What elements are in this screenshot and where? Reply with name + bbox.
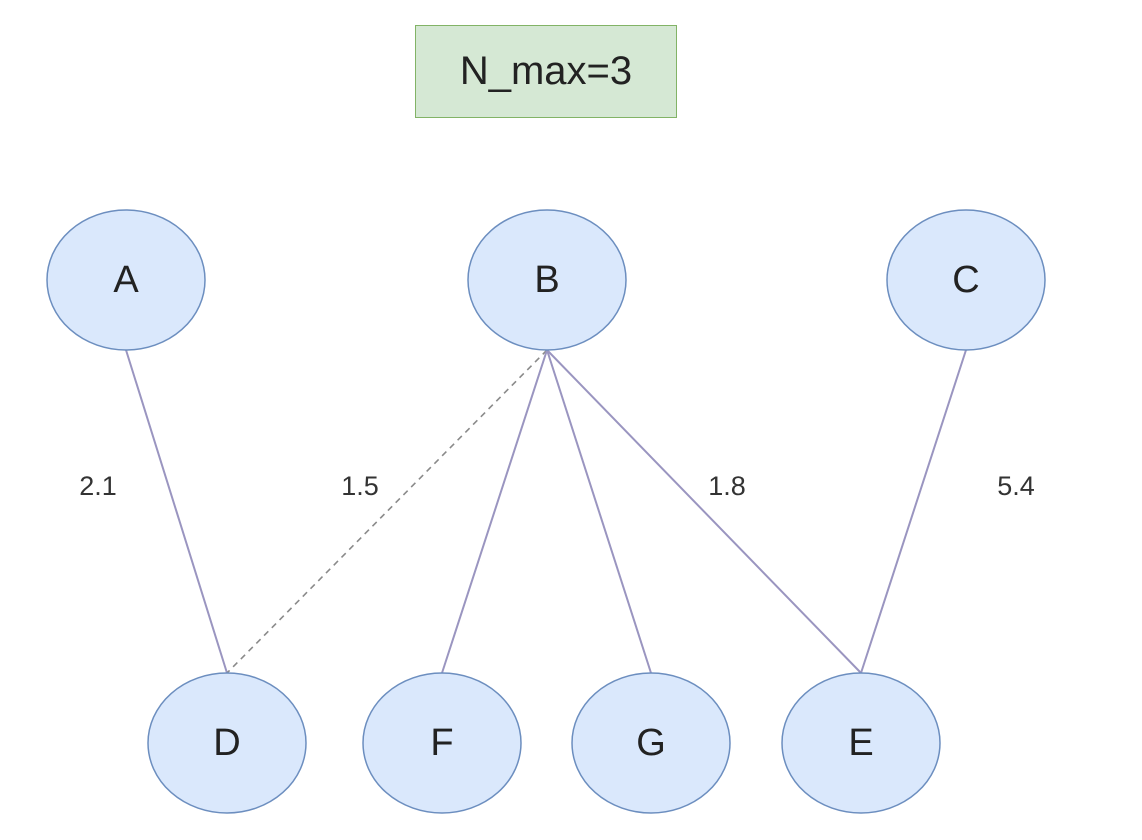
edges-layer (125, 349, 967, 674)
node-b-label: B (534, 259, 559, 301)
node-f-label: F (430, 722, 453, 764)
node-e-label: E (848, 722, 873, 764)
nodes-layer: A B C D F G E (46, 209, 1046, 814)
node-f: F (362, 672, 522, 814)
node-g-label: G (636, 722, 666, 764)
edge-c-e (860, 349, 967, 674)
edge-b-e (546, 349, 862, 674)
node-a-shape (46, 209, 206, 351)
node-b: B (467, 209, 627, 351)
node-b-shape (467, 209, 627, 351)
edge-labels-layer: 2.1 1.5 1.8 5.4 (79, 471, 1035, 501)
constraint-box: N_max=3 (415, 25, 677, 118)
node-f-shape (362, 672, 522, 814)
edge-label-c-e: 5.4 (997, 471, 1035, 501)
node-d-shape (147, 672, 307, 814)
node-d-label: D (213, 722, 240, 764)
node-d: D (147, 672, 307, 814)
edge-b-f (441, 349, 548, 674)
node-c-shape (886, 209, 1046, 351)
constraint-label: N_max=3 (459, 49, 633, 93)
node-c-label: C (952, 259, 979, 301)
edge-label-b-d: 1.5 (341, 471, 379, 501)
edge-b-g (546, 349, 652, 674)
node-c: C (886, 209, 1046, 351)
node-g: G (571, 672, 731, 814)
node-e: E (781, 672, 941, 814)
node-a: A (46, 209, 206, 351)
edge-label-a-d: 2.1 (79, 471, 117, 501)
node-a-label: A (113, 259, 139, 301)
node-e-shape (781, 672, 941, 814)
edge-a-d (125, 349, 228, 674)
node-g-shape (571, 672, 731, 814)
edge-label-b-e: 1.8 (708, 471, 746, 501)
edge-b-d (226, 349, 548, 674)
